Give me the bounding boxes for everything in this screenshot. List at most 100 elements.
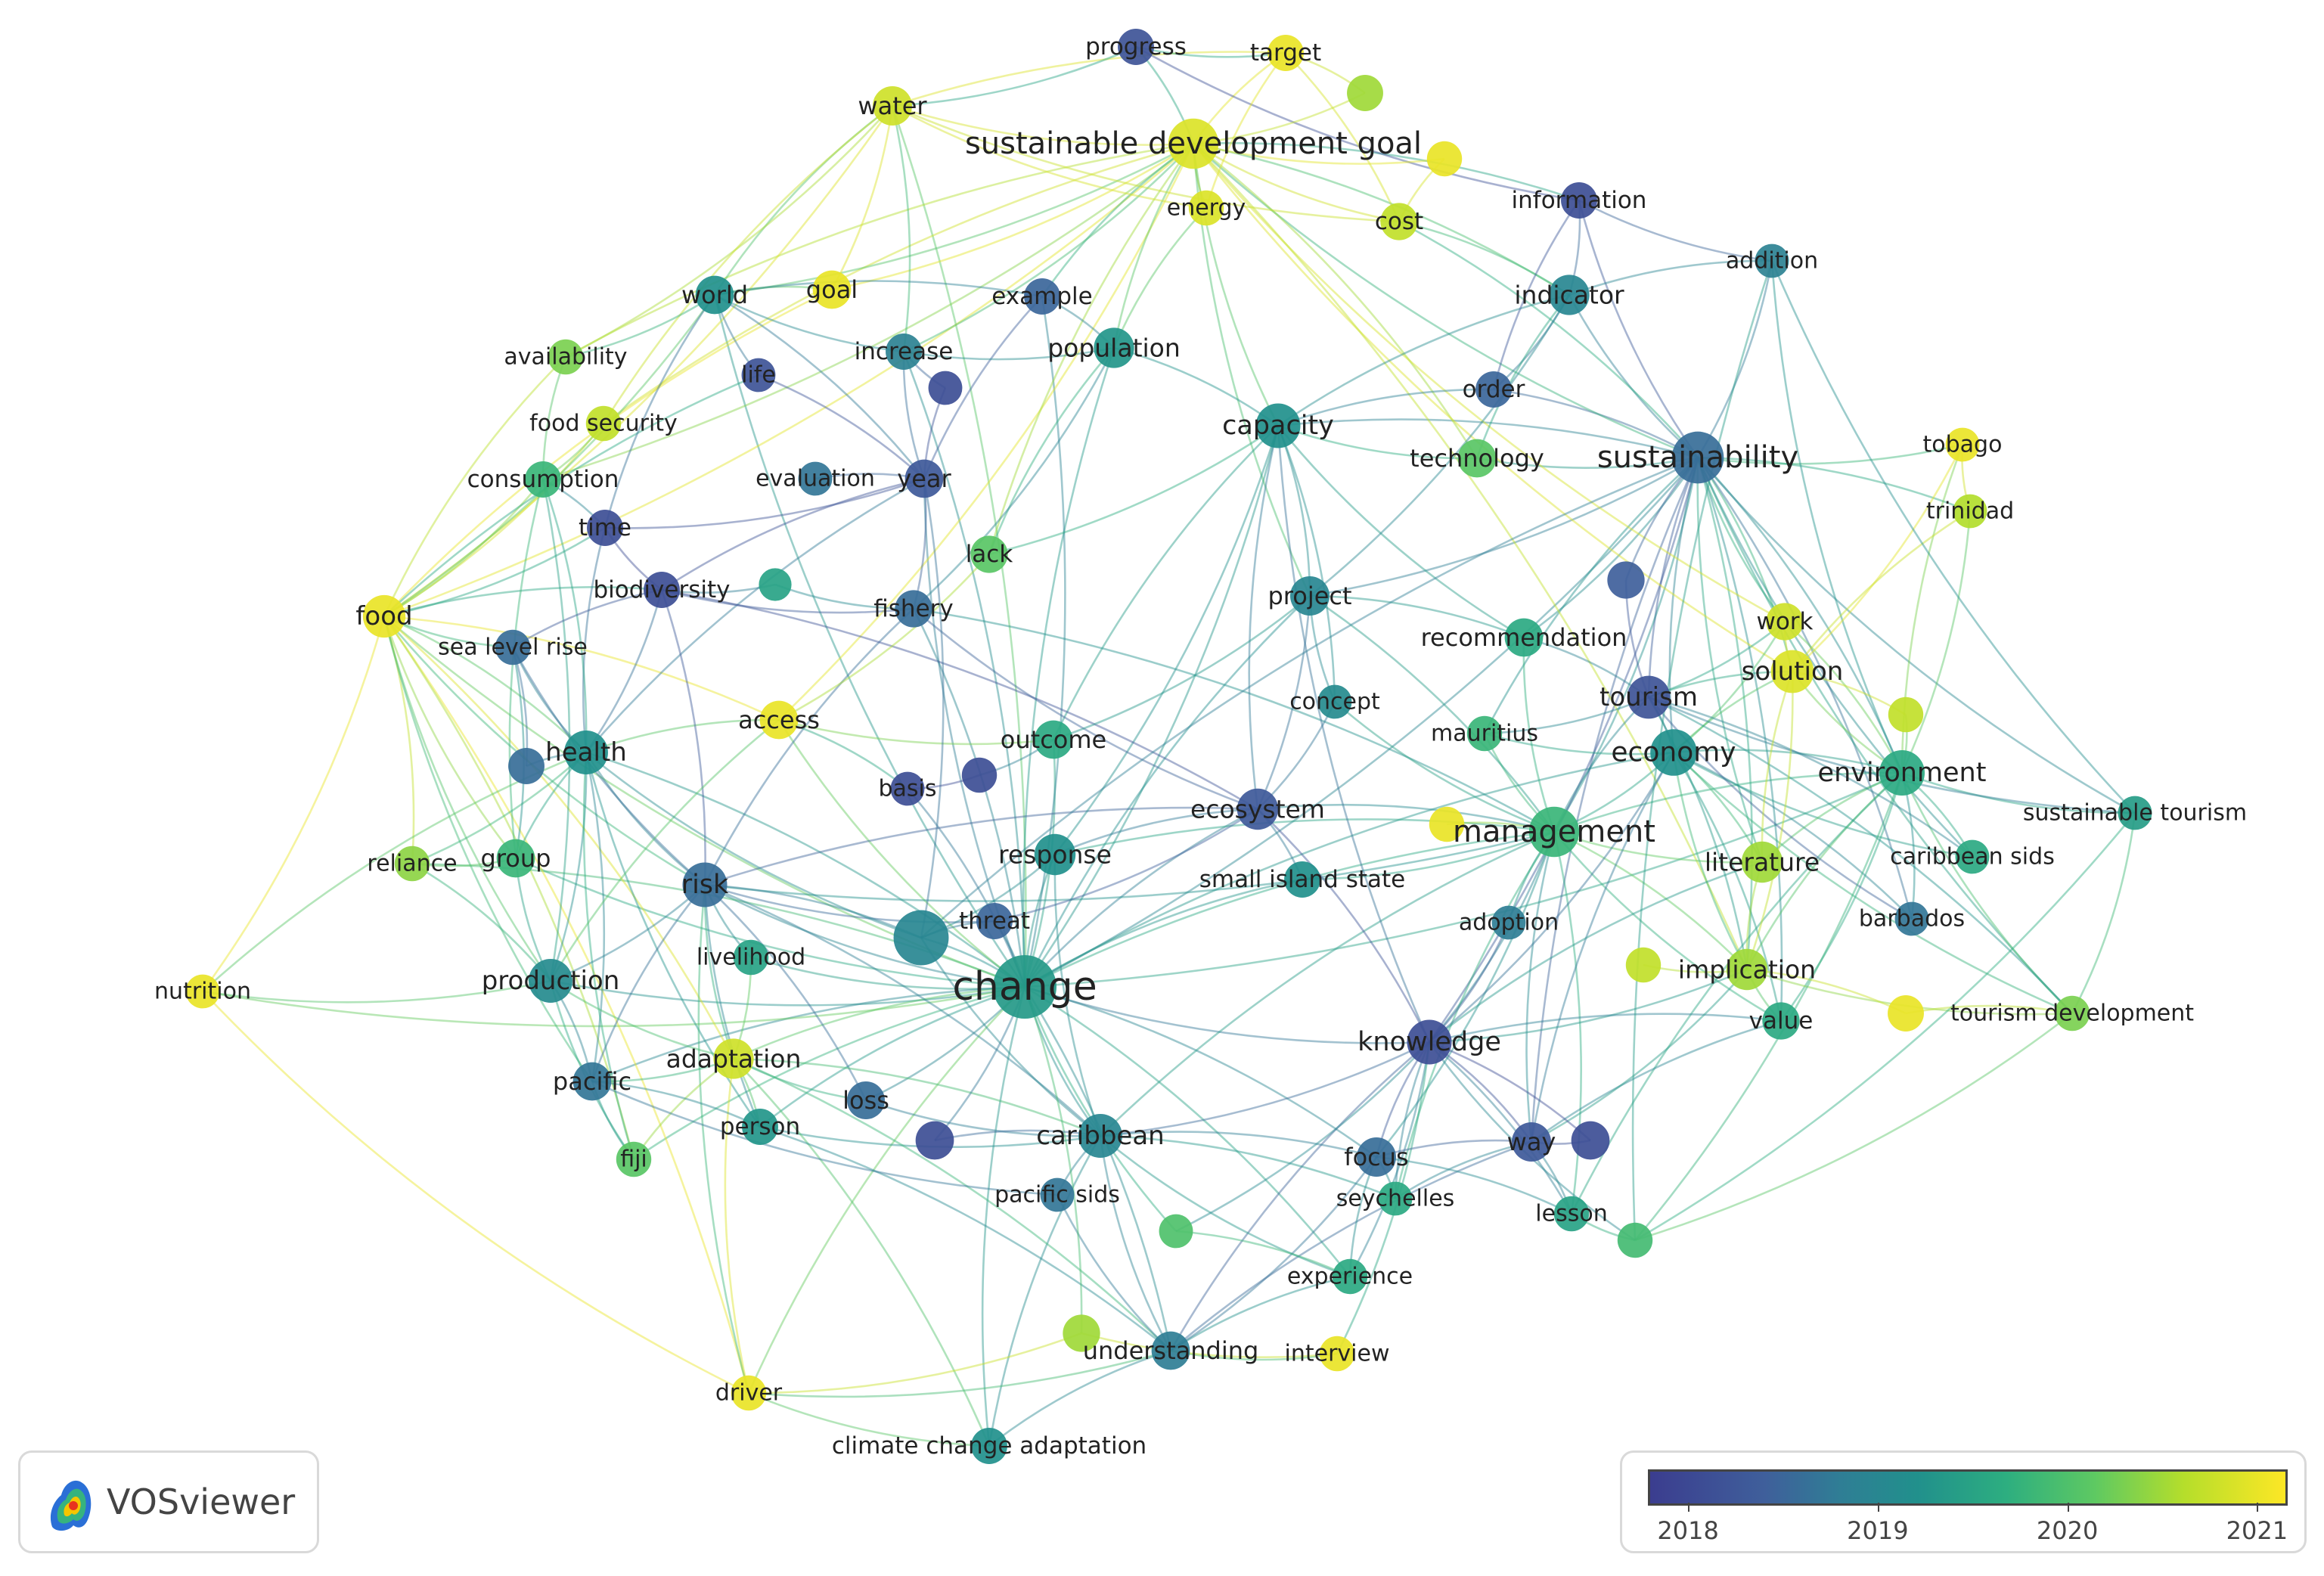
node-ecosystem[interactable] — [1236, 788, 1279, 830]
label-capacity[interactable]: capacity — [1222, 411, 1334, 441]
label-energy[interactable]: energy — [1167, 195, 1246, 222]
node-adoption[interactable] — [1491, 905, 1526, 940]
node-pacific-sids[interactable] — [1040, 1177, 1075, 1212]
node-food-security[interactable] — [585, 405, 622, 442]
label-solution[interactable]: solution — [1742, 656, 1844, 687]
label-ecosystem[interactable]: ecosystem — [1190, 795, 1325, 824]
label-barbados[interactable]: barbados — [1859, 906, 1965, 932]
node-production[interactable] — [529, 959, 572, 1003]
label-risk[interactable]: risk — [681, 870, 729, 900]
node-target[interactable] — [1267, 35, 1304, 71]
node-interview[interactable] — [1319, 1336, 1355, 1372]
label-concept[interactable]: concept — [1289, 689, 1380, 715]
node-mauritius[interactable] — [1466, 715, 1503, 752]
label-caribbean[interactable]: caribbean — [1036, 1121, 1164, 1151]
node-example[interactable] — [1024, 278, 1060, 315]
node-small-island-state[interactable] — [1284, 861, 1320, 898]
node-focus[interactable] — [1357, 1137, 1396, 1177]
node-tourism-development[interactable] — [2054, 995, 2090, 1032]
label-mauritius[interactable]: mauritius — [1431, 721, 1538, 747]
label-population[interactable]: population — [1047, 334, 1181, 363]
label-fiji[interactable]: fiji — [620, 1146, 647, 1173]
label-availability[interactable]: availability — [504, 344, 627, 371]
label-pacific-sids[interactable]: pacific sids — [994, 1182, 1120, 1208]
node-understanding[interactable] — [1151, 1331, 1190, 1370]
node-indicator[interactable] — [1549, 275, 1590, 315]
node-order[interactable] — [1475, 371, 1512, 408]
node-u-lesson-green[interactable] — [1617, 1222, 1653, 1258]
label-literature[interactable]: literature — [1705, 848, 1820, 877]
node-capacity[interactable] — [1255, 403, 1301, 448]
node-solution[interactable] — [1770, 650, 1814, 693]
label-progress[interactable]: progress — [1085, 33, 1187, 60]
label-knowledge[interactable]: knowledge — [1357, 1027, 1501, 1057]
node-change[interactable] — [993, 955, 1057, 1019]
label-way[interactable]: way — [1507, 1128, 1556, 1156]
node-trinidad[interactable] — [1953, 494, 1987, 529]
label-adaptation[interactable]: adaptation — [666, 1044, 802, 1074]
node-management[interactable] — [1528, 806, 1580, 858]
node-population[interactable] — [1094, 327, 1134, 368]
label-focus[interactable]: focus — [1344, 1143, 1408, 1171]
node-implication[interactable] — [1726, 948, 1768, 991]
node-cost[interactable] — [1380, 203, 1418, 240]
label-trinidad[interactable]: trinidad — [1926, 498, 2014, 525]
label-seychelles[interactable]: seychelles — [1336, 1186, 1455, 1212]
node-u-tourism-blue[interactable] — [1607, 561, 1645, 599]
node-knowledge[interactable] — [1407, 1019, 1452, 1065]
label-water[interactable]: water — [858, 92, 927, 120]
label-sustainability[interactable]: sustainability — [1597, 440, 1798, 475]
node-lesson[interactable] — [1553, 1196, 1590, 1232]
label-food[interactable]: food — [355, 601, 412, 631]
label-outcome[interactable]: outcome — [1001, 725, 1106, 754]
label-biodiversity[interactable]: biodiversity — [594, 576, 731, 603]
label-recommendation[interactable]: recommendation — [1421, 623, 1627, 652]
label-basis[interactable]: basis — [878, 776, 936, 802]
label-small-island-state[interactable]: small island state — [1199, 866, 1406, 893]
label-sustainable-development-goal[interactable]: sustainable development goal — [965, 126, 1422, 161]
label-health[interactable]: health — [545, 737, 627, 768]
label-goal[interactable]: goal — [806, 275, 858, 304]
label-sea-level-rise[interactable]: sea level rise — [438, 634, 588, 661]
node-u-big-teal[interactable] — [893, 910, 949, 966]
label-driver[interactable]: driver — [715, 1380, 783, 1407]
node-access[interactable] — [759, 700, 799, 740]
node-lack[interactable] — [970, 535, 1008, 573]
node-evaluation[interactable] — [798, 461, 833, 496]
node-loss[interactable] — [847, 1081, 885, 1119]
label-response[interactable]: response — [998, 840, 1112, 870]
node-literature[interactable] — [1741, 841, 1783, 883]
node-information[interactable] — [1561, 182, 1597, 219]
label-understanding[interactable]: understanding — [1083, 1336, 1259, 1365]
label-tourism[interactable]: tourism — [1599, 682, 1698, 712]
label-cost[interactable]: cost — [1375, 208, 1423, 235]
node-project[interactable] — [1290, 576, 1330, 616]
node-livelihood[interactable] — [733, 939, 769, 976]
node-u-top-yellow[interactable] — [1426, 141, 1463, 177]
node-nutrition[interactable] — [185, 974, 220, 1009]
node-concept[interactable] — [1317, 684, 1352, 719]
label-access[interactable]: access — [738, 706, 820, 734]
node-basis[interactable] — [890, 771, 925, 806]
node-technology[interactable] — [1457, 439, 1497, 478]
label-implication[interactable]: implication — [1678, 955, 1816, 985]
node-u-increase-purple[interactable] — [928, 371, 963, 405]
node-work[interactable] — [1766, 603, 1804, 641]
node-u-env-yellow[interactable] — [1888, 696, 1924, 733]
node-group[interactable] — [496, 839, 535, 878]
node-u-understanding-yellow[interactable] — [1063, 1314, 1100, 1352]
node-energy[interactable] — [1188, 190, 1224, 226]
node-biodiversity[interactable] — [644, 572, 680, 608]
node-barbados[interactable] — [1894, 901, 1929, 936]
label-management[interactable]: management — [1453, 814, 1655, 849]
node-u-mgmt-yellow[interactable] — [1429, 806, 1465, 842]
label-world[interactable]: world — [681, 281, 748, 309]
label-interview[interactable]: interview — [1285, 1341, 1390, 1367]
node-sustainable-tourism[interactable] — [2118, 796, 2152, 830]
label-adoption[interactable]: adoption — [1459, 910, 1559, 936]
label-order[interactable]: order — [1463, 376, 1525, 403]
label-lack[interactable]: lack — [966, 541, 1013, 568]
label-caribbean-sids[interactable]: caribbean sids — [1890, 844, 2055, 870]
node-driver[interactable] — [731, 1375, 767, 1411]
node-tourism[interactable] — [1627, 675, 1671, 719]
